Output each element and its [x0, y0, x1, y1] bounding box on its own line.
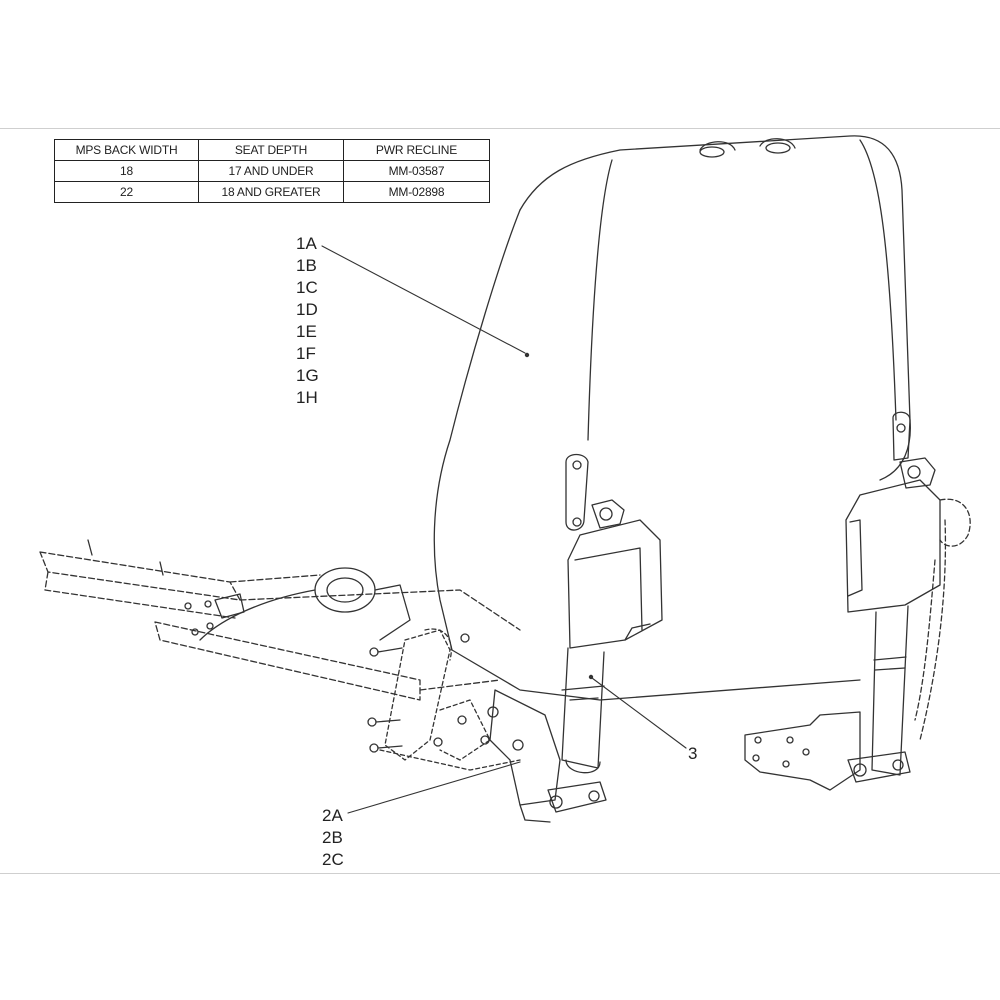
left-actuator: [547, 453, 663, 813]
callout-label: 1H: [296, 388, 318, 407]
callout-label: 2C: [322, 850, 344, 869]
seat-frame-tube: [87, 539, 411, 641]
table-cell: 18 AND GREATER: [198, 181, 344, 203]
callout-label: 1D: [296, 300, 318, 319]
leader-line-2: [347, 761, 521, 814]
callout-item-3: 3: [688, 744, 698, 763]
leader-line-1: [321, 245, 526, 354]
leader-lines: [321, 245, 687, 814]
left-mount-bracket: [487, 689, 561, 823]
bottom-divider: [0, 873, 1000, 874]
spec-table: MPS BACK WIDTH SEAT DEPTH PWR RECLINE 18…: [54, 139, 490, 203]
callout-label: 1A: [296, 234, 317, 253]
callout-label: 1E: [296, 322, 317, 341]
right-actuator: [845, 411, 941, 783]
table-cell: MM-02898: [343, 181, 490, 203]
table-header-row: MPS BACK WIDTH SEAT DEPTH PWR RECLINE: [54, 139, 490, 161]
table-row: 22 18 AND GREATER MM-02898: [54, 181, 490, 203]
top-divider: [0, 128, 1000, 129]
callout-label: 1F: [296, 344, 316, 363]
callout-label: 1C: [296, 278, 318, 297]
seat-back-shell: [433, 135, 911, 701]
table-cell: 22: [54, 181, 199, 203]
callout-group-2: 2A 2B 2C: [322, 805, 344, 871]
header-pwr-recline: PWR RECLINE: [343, 139, 490, 161]
callout-label: 2B: [322, 828, 343, 847]
right-mount-plate: [744, 711, 861, 791]
leader-line-3: [591, 677, 687, 749]
right-side-frame-hidden: [914, 498, 971, 741]
fastener-bolts: [367, 633, 490, 753]
callout-label: 1B: [296, 256, 317, 275]
header-back-width: MPS BACK WIDTH: [54, 139, 199, 161]
linkage-plates: [379, 628, 521, 771]
table-row: 18 17 AND UNDER MM-03587: [54, 160, 490, 182]
callout-label: 1G: [296, 366, 319, 385]
seat-frame-rails: [39, 551, 521, 701]
callout-group-1: 1A 1B 1C 1D 1E 1F 1G 1H: [296, 233, 319, 409]
callout-label: 2A: [322, 806, 343, 825]
